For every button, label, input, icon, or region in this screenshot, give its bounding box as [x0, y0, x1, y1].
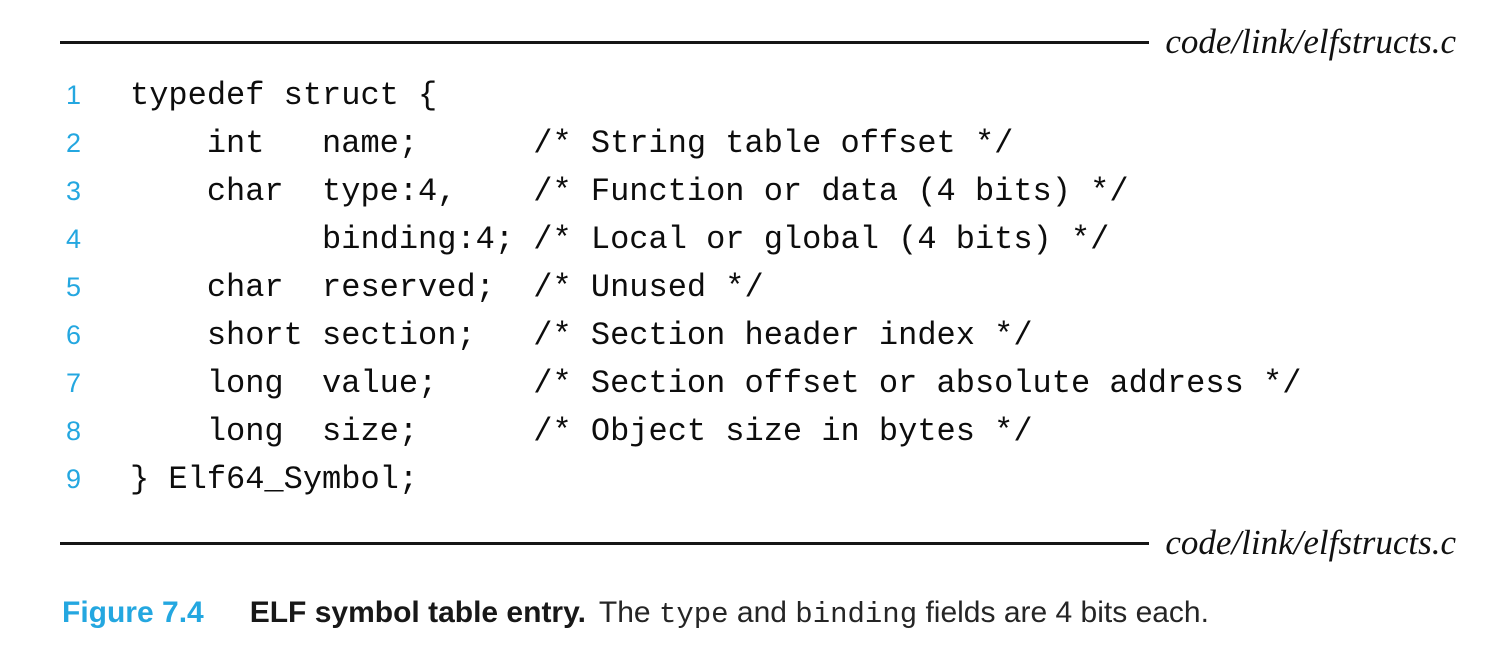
- code-line: 8 long size; /* Object size in bytes */: [62, 407, 1301, 455]
- figure-caption: Figure 7.4 ELF symbol table entry. The typ…: [62, 596, 1470, 631]
- caption-text: and: [728, 596, 796, 629]
- code-line: 2 int name; /* String table offset */: [62, 119, 1301, 167]
- source-path-bottom: code/link/elfstructs.c: [1165, 523, 1456, 562]
- code-text: } Elf64_Symbol;: [130, 460, 419, 498]
- code-line: 4 binding:4; /* Local or global (4 bits)…: [62, 215, 1301, 263]
- bottom-rule-line: [60, 541, 1150, 545]
- line-number: 5: [66, 271, 82, 302]
- code-line: 3 char type:4, /* Function or data (4 bi…: [62, 167, 1301, 215]
- line-number: 7: [66, 367, 82, 398]
- caption-text: The: [598, 596, 659, 629]
- code-text: int name; /* String table offset */: [130, 124, 1014, 162]
- line-number: 4: [66, 223, 82, 254]
- code-line: 5 char reserved; /* Unused */: [62, 263, 1301, 311]
- code-text: typedef struct {: [130, 76, 438, 114]
- code-text: char type:4, /* Function or data (4 bits…: [130, 172, 1129, 210]
- source-path-top: code/link/elfstructs.c: [1165, 22, 1456, 61]
- figure-label: Figure 7.4: [62, 596, 204, 629]
- line-number: 1: [66, 79, 82, 110]
- top-rule-row: code/link/elfstructs.c: [60, 20, 1456, 64]
- caption-code-type: type: [658, 598, 729, 631]
- code-line: 9 } Elf64_Symbol;: [62, 455, 1301, 503]
- bottom-rule-row: code/link/elfstructs.c: [60, 521, 1456, 565]
- line-number: 6: [66, 319, 82, 350]
- code-listing: 1 typedef struct { 2 int name; /* String…: [62, 71, 1301, 503]
- code-text: long size; /* Object size in bytes */: [130, 412, 1033, 450]
- figure-title: ELF symbol table entry.: [249, 596, 586, 629]
- code-line: 7 long value; /* Section offset or absol…: [62, 359, 1301, 407]
- top-rule-line: [60, 40, 1150, 44]
- code-text: long value; /* Section offset or absolut…: [130, 364, 1302, 402]
- code-text: char reserved; /* Unused */: [130, 268, 764, 306]
- line-number: 2: [66, 127, 82, 158]
- caption-text: fields are 4 bits each.: [917, 596, 1209, 629]
- line-number: 3: [66, 175, 82, 206]
- code-text: binding:4; /* Local or global (4 bits) *…: [130, 220, 1110, 258]
- code-line: 1 typedef struct {: [62, 71, 1301, 119]
- line-number: 8: [66, 415, 82, 446]
- code-text: short section; /* Section header index *…: [130, 316, 1033, 354]
- line-number: 9: [66, 463, 82, 494]
- caption-code-binding: binding: [795, 598, 918, 631]
- code-line: 6 short section; /* Section header index…: [62, 311, 1301, 359]
